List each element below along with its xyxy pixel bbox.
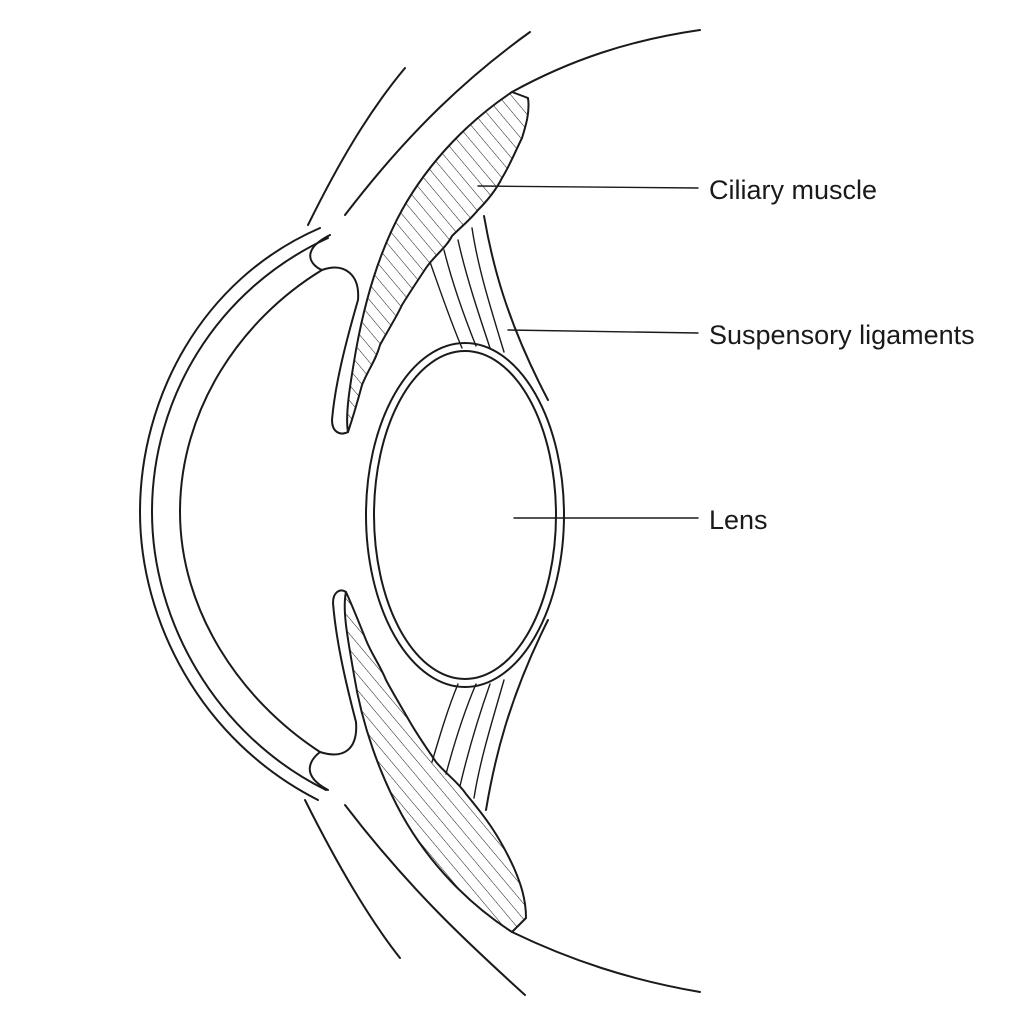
sclera-mid-bottom: [344, 804, 526, 996]
cornea-inner: [151, 237, 329, 791]
ligament-top-2: [443, 249, 477, 347]
ligament-top-3: [457, 239, 491, 349]
iris-bottom: [308, 589, 358, 791]
sclera-outer-bottom: [304, 799, 401, 959]
ciliary-body-bottom: [343, 591, 527, 933]
label-ciliary-muscle: Ciliary muscle: [709, 175, 877, 205]
sclera-mid-top: [344, 31, 531, 216]
ligament-bottom-1: [431, 683, 459, 763]
label-lens: Lens: [709, 505, 768, 535]
ligament-top-4: [471, 227, 505, 353]
anterior-chamber: [179, 269, 323, 753]
leader-suspensory-ligaments: [507, 329, 699, 334]
leader-ciliary-muscle: [477, 185, 699, 189]
ligament-bottom-2: [445, 683, 477, 775]
sclera-inner-bottom: [511, 931, 701, 993]
ciliary-body-top: [346, 91, 530, 433]
cornea-outer: [139, 227, 321, 801]
sclera-inner-top: [511, 29, 701, 93]
iris-top: [309, 234, 360, 435]
ligament-bottom-4: [473, 679, 505, 799]
ligament-top-1: [429, 261, 463, 349]
sclera-outer-top: [307, 67, 406, 226]
lens-inner: [373, 350, 557, 680]
label-suspensory-ligaments: Suspensory ligaments: [709, 320, 975, 350]
ligament-top-5: [483, 215, 549, 401]
ligament-bottom-3: [459, 683, 491, 787]
ligament-bottom-5: [485, 619, 549, 811]
lens-outer: [365, 342, 565, 688]
